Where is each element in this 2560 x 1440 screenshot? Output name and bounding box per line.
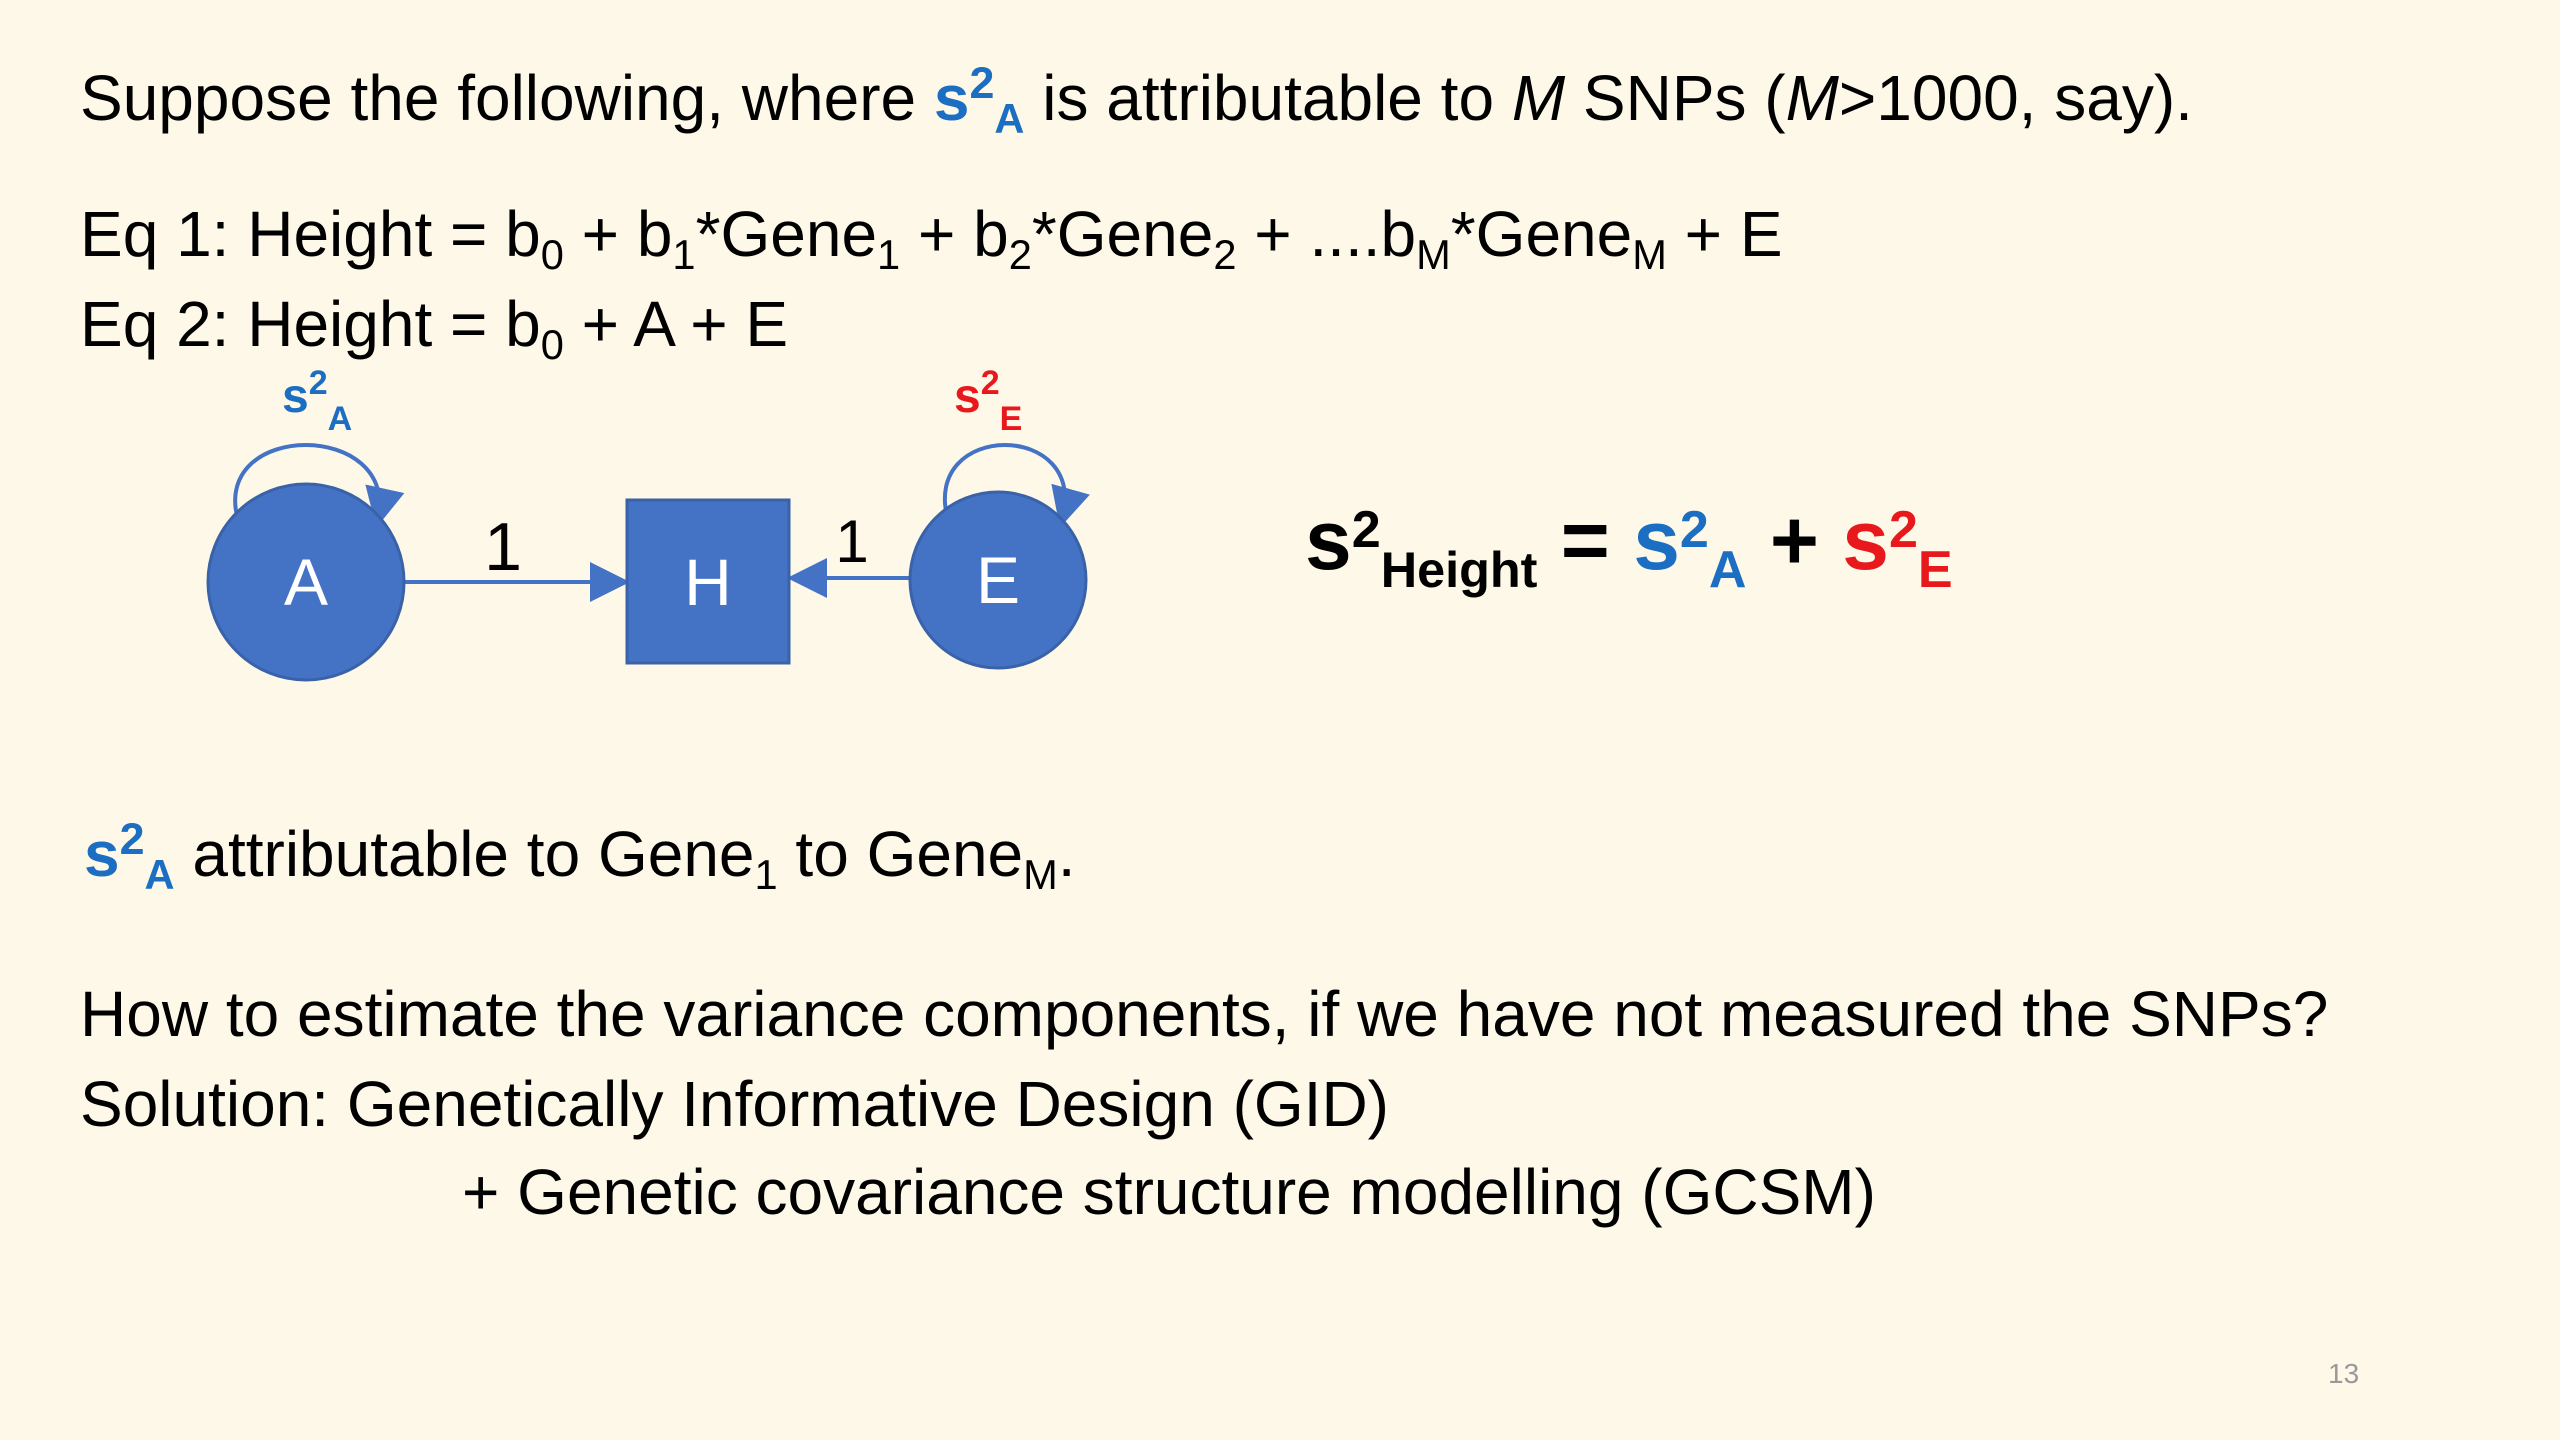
node-e-circle — [908, 490, 1088, 670]
path-e-coefficient: 1 — [835, 508, 868, 575]
variance-decomposition-formula: s2Height = s2A + s2E — [1305, 493, 1953, 600]
equation-1: Eq 1: Height = b0 + b1*Gene1 + b2*Gene2 … — [80, 198, 1783, 279]
path-a-coefficient: 1 — [484, 509, 522, 585]
variance-e-label: s2E — [954, 364, 1022, 438]
node-h-label: H — [684, 545, 732, 619]
page-number: 13 — [2328, 1358, 2360, 1389]
node-e-label: E — [976, 543, 1020, 617]
path-diagram: A H E 1 1 s2A s2E — [206, 364, 1090, 682]
attribution-line: s2A attributable to Gene1 to GeneM. — [84, 813, 1076, 899]
node-a-label: A — [284, 545, 328, 619]
solution-line-2: + Genetic covariance structure modelling… — [462, 1156, 1876, 1228]
sigma-a-symbol: s2A — [933, 57, 1025, 143]
solution-line-1: Solution: Genetically Informative Design… — [80, 1068, 1389, 1140]
variance-loop-e — [943, 443, 1090, 528]
node-h-square — [625, 498, 791, 665]
node-a-circle — [206, 482, 406, 682]
variance-a-label: s2A — [282, 364, 352, 438]
sigma-a-symbol-2: s2A — [84, 813, 175, 899]
variance-loop-a — [233, 443, 405, 528]
intro-line: Suppose the following, where s2A is attr… — [80, 57, 2193, 143]
lhs: s2Height — [1305, 493, 1538, 598]
equation-2: Eq 2: Height = b0 + A + E — [80, 288, 789, 369]
question-line: How to estimate the variance components,… — [80, 978, 2329, 1050]
term-e: s2E — [1842, 493, 1953, 600]
term-a: s2A — [1633, 493, 1747, 600]
